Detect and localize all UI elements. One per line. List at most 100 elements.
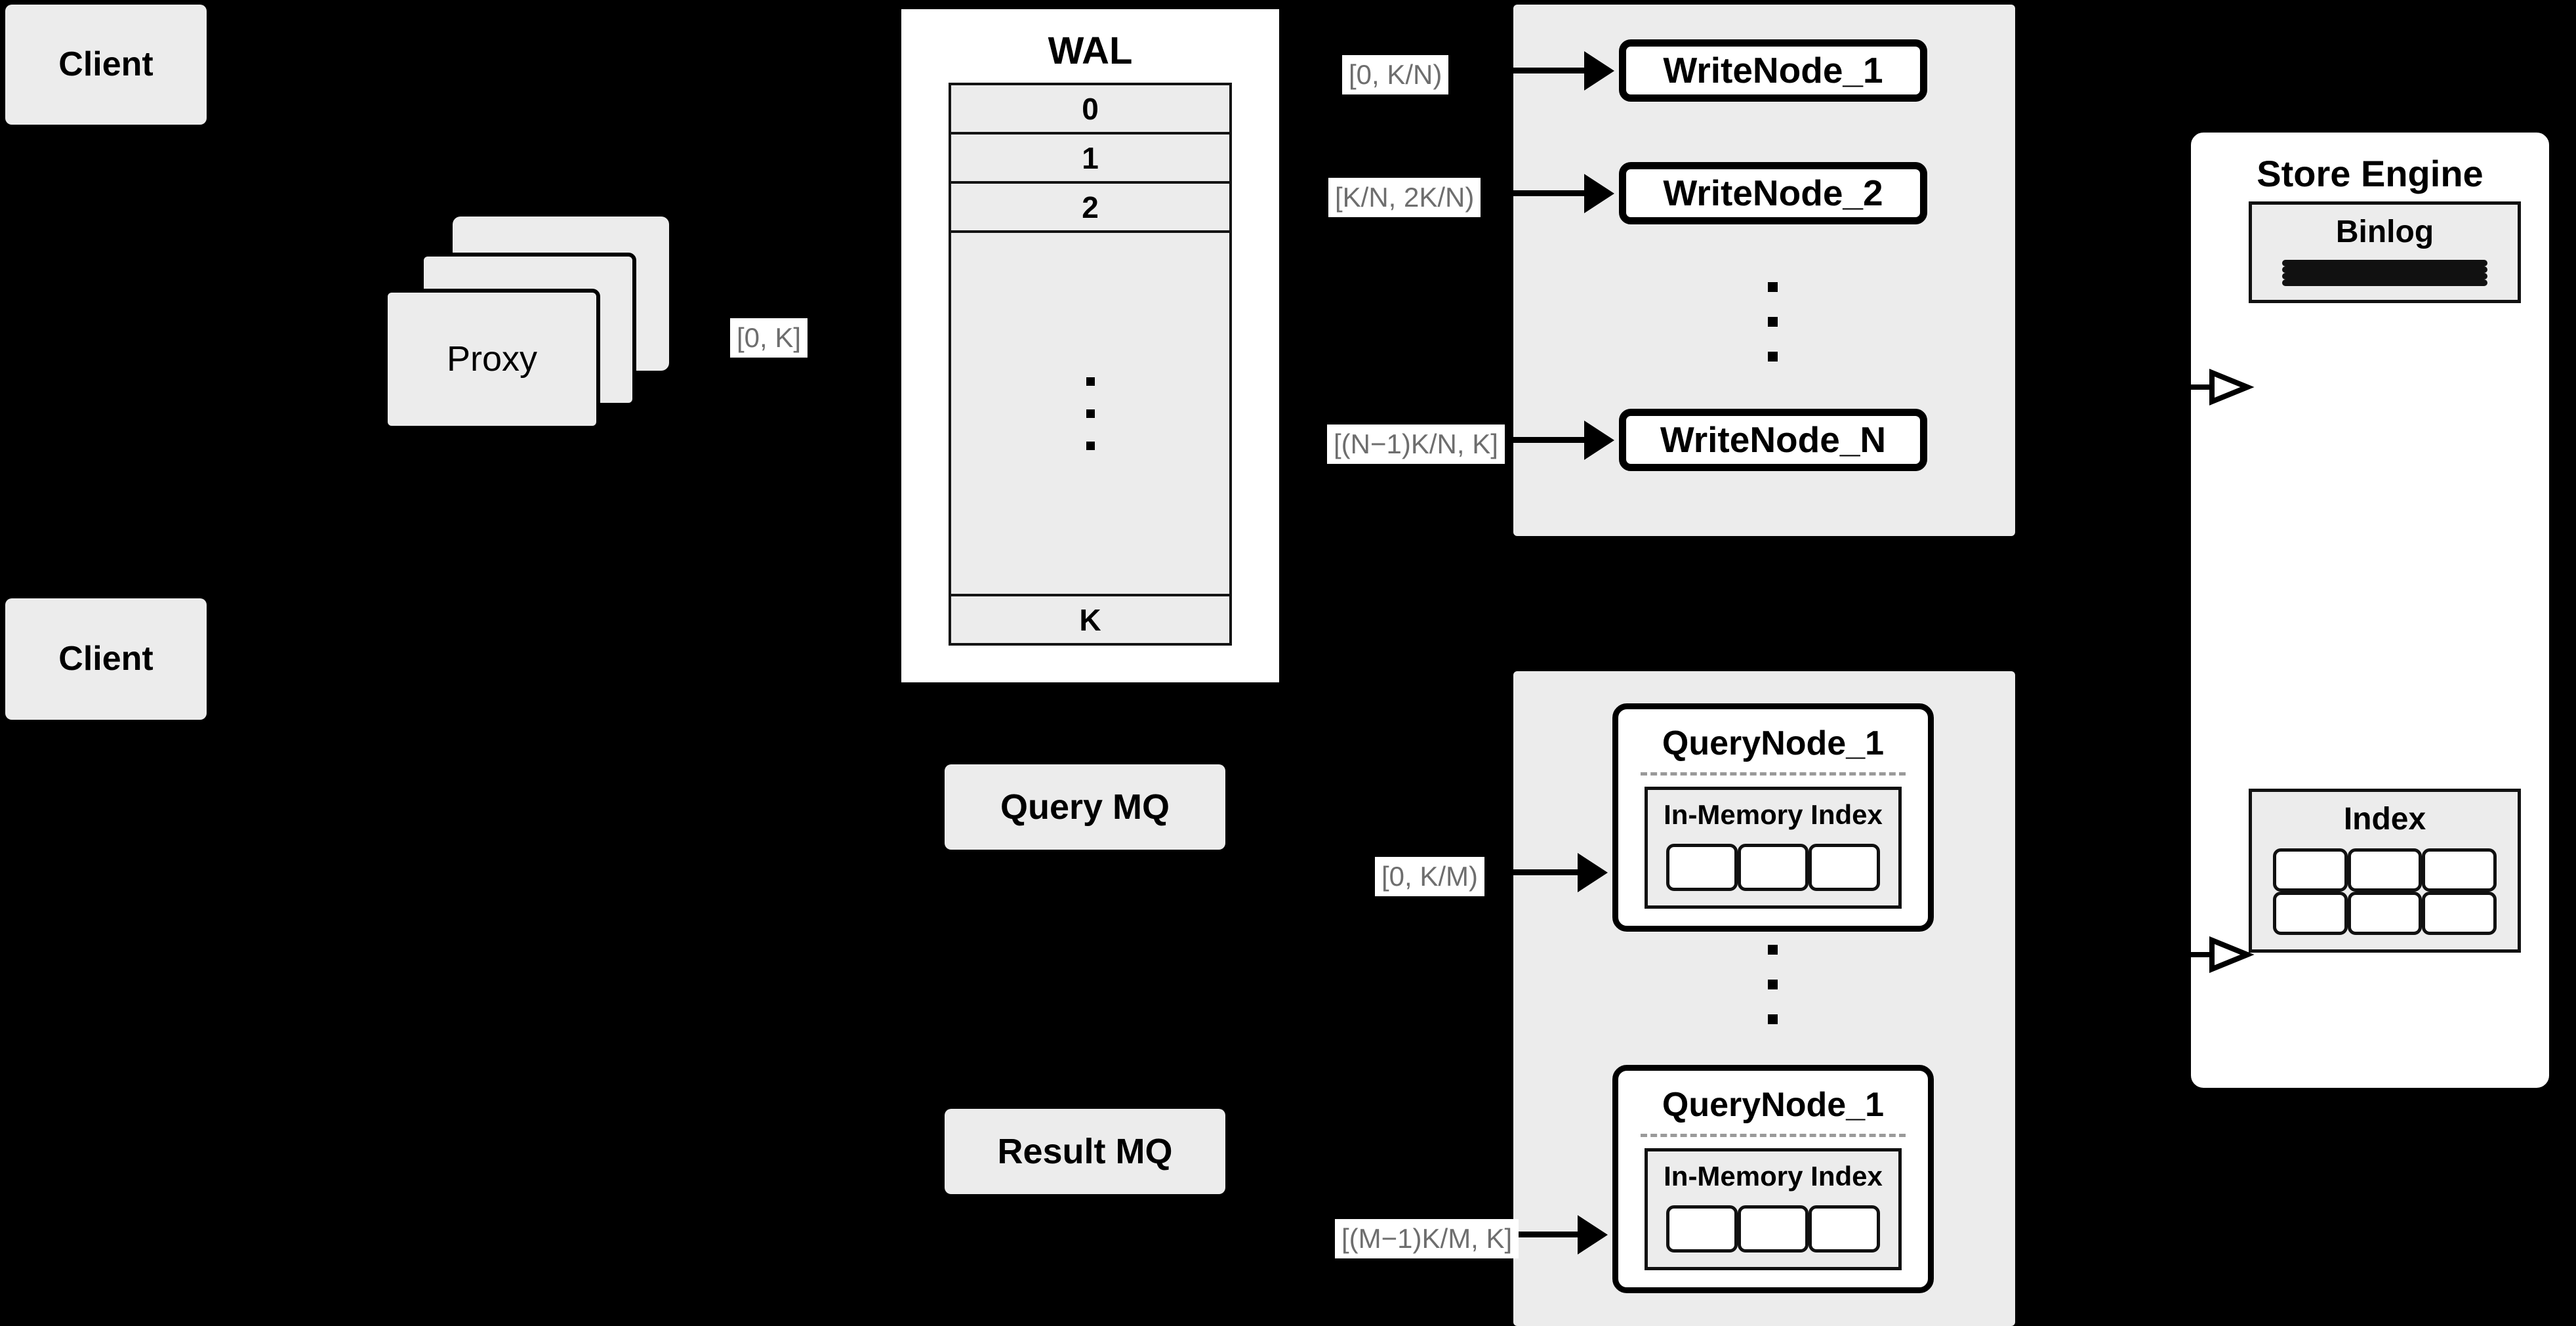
proxy-label: Proxy bbox=[446, 339, 538, 379]
edge-label-proxy-to-wal: [0, K] bbox=[730, 318, 808, 358]
index-panel: Index bbox=[2249, 789, 2521, 953]
write-node-1-label: WriteNode_1 bbox=[1663, 49, 1883, 91]
query-cluster-ellipsis bbox=[1768, 945, 1778, 1024]
index-cell bbox=[1666, 844, 1738, 891]
proxy-box[interactable]: Proxy bbox=[384, 289, 600, 430]
wal-row-ellipsis bbox=[951, 233, 1229, 596]
edge-label-querynode-m-text: [(M−1)K/M, K] bbox=[1341, 1223, 1513, 1254]
edge-label-writenode-1: [0, K/N) bbox=[1342, 55, 1449, 95]
edge-label-querynode-1-text: [0, K/M) bbox=[1381, 861, 1479, 892]
index-cell bbox=[2422, 892, 2497, 935]
edge-label-writenode-n: [(N−1)K/N, K] bbox=[1327, 425, 1505, 465]
ellipsis-dot-icon bbox=[1768, 352, 1778, 362]
index-cell bbox=[2273, 892, 2348, 935]
in-memory-index-1-cells bbox=[1666, 844, 1881, 891]
write-node-n[interactable]: WriteNode_N bbox=[1619, 409, 1927, 471]
ellipsis-dot-icon bbox=[1086, 377, 1095, 386]
arrow-line-writenode-2 bbox=[1513, 190, 1605, 196]
wal-row-label: 2 bbox=[1082, 190, 1099, 224]
index-cell bbox=[1809, 1205, 1881, 1253]
arrow-line-querynode-1 bbox=[1513, 869, 1599, 875]
index-title: Index bbox=[2343, 802, 2426, 837]
index-cell bbox=[2347, 848, 2423, 892]
edge-label-querynode-1: [0, K/M) bbox=[1375, 857, 1485, 897]
wal-entry-list: 0 1 2 K bbox=[949, 83, 1232, 646]
ellipsis-dot-icon bbox=[1086, 441, 1095, 450]
write-node-2[interactable]: WriteNode_2 bbox=[1619, 162, 1927, 224]
wal-row: 1 bbox=[951, 135, 1229, 184]
wal-row: 0 bbox=[951, 85, 1229, 135]
store-engine-title: Store Engine bbox=[2257, 153, 2484, 194]
edge-label-writenode-2: [K/N, 2K/N) bbox=[1328, 178, 1481, 218]
arrow-line-writenode-n bbox=[1513, 437, 1605, 443]
ellipsis-dot-icon bbox=[1768, 282, 1778, 292]
ellipsis-dot-icon bbox=[1768, 1014, 1778, 1024]
arrow-head-writenode-1 bbox=[1584, 51, 1614, 91]
index-cell bbox=[1666, 1205, 1738, 1253]
arrow-head-querynode-1 bbox=[1578, 853, 1608, 892]
write-node-2-label: WriteNode_2 bbox=[1663, 172, 1883, 213]
in-memory-index-1-title: In-Memory Index bbox=[1664, 799, 1883, 830]
index-cell bbox=[2347, 892, 2423, 935]
query-node-1-divider bbox=[1641, 772, 1906, 776]
arrow-head-writenode-2 bbox=[1584, 174, 1614, 213]
query-node-m-divider bbox=[1641, 1134, 1906, 1137]
binlog-bar bbox=[2282, 266, 2487, 273]
ellipsis-dot-icon bbox=[1768, 317, 1778, 327]
query-node-m-title: QueryNode_1 bbox=[1662, 1086, 1885, 1124]
index-row bbox=[2273, 848, 2497, 892]
in-memory-index-m: In-Memory Index bbox=[1645, 1148, 1902, 1270]
index-cell bbox=[2422, 848, 2497, 892]
index-row bbox=[2273, 892, 2497, 935]
edge-label-querynode-m: [(M−1)K/M, K] bbox=[1335, 1219, 1519, 1259]
ellipsis-dot-icon bbox=[1768, 980, 1778, 989]
arrow-to-binlog bbox=[2184, 369, 2255, 405]
index-cell bbox=[1809, 844, 1881, 891]
arrow-to-index bbox=[2184, 936, 2255, 973]
query-node-1-title: QueryNode_1 bbox=[1662, 724, 1885, 762]
index-cell bbox=[2273, 848, 2348, 892]
client-box-2[interactable]: Client bbox=[5, 598, 207, 720]
in-memory-index-m-title: In-Memory Index bbox=[1664, 1161, 1883, 1191]
in-memory-index-m-cells bbox=[1666, 1205, 1881, 1253]
binlog-panel: Binlog bbox=[2249, 201, 2521, 303]
wal-title: WAL bbox=[1048, 30, 1133, 72]
binlog-title: Binlog bbox=[2335, 215, 2434, 249]
wal-row-label: 1 bbox=[1082, 140, 1099, 175]
query-mq-box[interactable]: Query MQ bbox=[945, 764, 1225, 850]
store-engine-panel: Store Engine Binlog Index bbox=[2186, 128, 2554, 1092]
wal-row: 2 bbox=[951, 184, 1229, 233]
edge-label-writenode-1-text: [0, K/N) bbox=[1349, 59, 1442, 90]
write-node-n-label: WriteNode_N bbox=[1660, 419, 1887, 460]
wal-row: K bbox=[951, 596, 1229, 643]
wal-row-label: 0 bbox=[1082, 91, 1099, 126]
arrow-head-querynode-m bbox=[1578, 1215, 1608, 1254]
binlog-bar bbox=[2282, 273, 2487, 280]
ellipsis-dot-icon bbox=[1768, 945, 1778, 955]
write-node-1[interactable]: WriteNode_1 bbox=[1619, 39, 1927, 102]
edge-label-writenode-n-text: [(N−1)K/N, K] bbox=[1334, 428, 1498, 459]
result-mq-box[interactable]: Result MQ bbox=[945, 1109, 1225, 1194]
binlog-bar bbox=[2282, 260, 2487, 266]
binlog-bar bbox=[2282, 280, 2487, 286]
index-cell bbox=[1737, 1205, 1809, 1253]
query-mq-label: Query MQ bbox=[1000, 787, 1170, 827]
wal-panel: WAL 0 1 2 K bbox=[897, 5, 1284, 687]
ellipsis-dot-icon bbox=[1086, 409, 1095, 418]
query-node-1[interactable]: QueryNode_1 In-Memory Index bbox=[1612, 703, 1934, 932]
write-cluster-ellipsis bbox=[1768, 282, 1778, 362]
arrow-head-writenode-n bbox=[1584, 421, 1614, 460]
arrow-line-writenode-1 bbox=[1513, 68, 1605, 73]
client-label-1: Client bbox=[58, 45, 153, 84]
client-box-1[interactable]: Client bbox=[5, 5, 207, 125]
query-node-m[interactable]: QueryNode_1 In-Memory Index bbox=[1612, 1065, 1934, 1293]
arrow-line-querynode-m bbox=[1513, 1232, 1599, 1237]
in-memory-index-1: In-Memory Index bbox=[1645, 787, 1902, 909]
binlog-bar-list bbox=[2282, 260, 2487, 286]
edge-label-writenode-2-text: [K/N, 2K/N) bbox=[1335, 182, 1475, 213]
wal-row-label: K bbox=[1079, 602, 1101, 637]
client-label-2: Client bbox=[58, 640, 153, 678]
edge-label-proxy-to-wal-text: [0, K] bbox=[737, 322, 802, 353]
index-cell bbox=[1737, 844, 1809, 891]
